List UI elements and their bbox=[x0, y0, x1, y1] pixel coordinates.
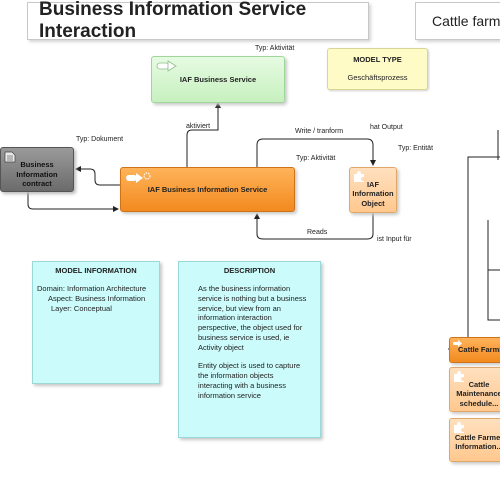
node-iaf-business-information-service[interactable]: IAF Business Information Service bbox=[120, 167, 295, 212]
edge-contract-in bbox=[27, 192, 119, 212]
puzzle-icon bbox=[454, 422, 464, 433]
node-iaf-business-service[interactable]: IAF Business Service bbox=[151, 56, 285, 103]
description-paragraph-1: As the business information service is n… bbox=[198, 284, 307, 352]
node-business-information-contract[interactable]: Business Information contract bbox=[0, 147, 74, 192]
model-info-heading: MODEL INFORMATION bbox=[55, 266, 137, 275]
type-label-contract: Typ: Dokument bbox=[76, 136, 124, 143]
node-label: Cattle Farmin bbox=[458, 345, 500, 355]
diagram-title: Business Information Service Interaction bbox=[27, 0, 369, 42]
node-label: Business Information contract bbox=[16, 160, 58, 189]
document-icon bbox=[4, 151, 16, 163]
model-type-heading: MODEL TYPE bbox=[353, 55, 402, 64]
edge-aktiviert bbox=[186, 102, 221, 167]
model-type-box: MODEL TYPE Geschäftsprozess bbox=[327, 48, 428, 90]
edge-right-2 bbox=[487, 220, 500, 321]
description-paragraph-2: Entity object is used to capture the inf… bbox=[198, 361, 301, 400]
edge-reads bbox=[254, 213, 374, 240]
edge-write bbox=[256, 138, 376, 167]
node-iaf-information-object[interactable]: IAF Information Object bbox=[349, 167, 397, 213]
model-info-domain: Domain: Information Architecture bbox=[37, 284, 147, 293]
model-type-value: Geschäftsprozess bbox=[347, 73, 408, 83]
service-arrow-icon bbox=[156, 60, 177, 72]
edge-label-hat-output: hat Output bbox=[370, 124, 403, 131]
puzzle-icon bbox=[354, 171, 364, 182]
node-cattle-maintenance-schedule[interactable]: Cattle Maintenance schedule... bbox=[449, 367, 500, 412]
edge-label-aktiviert: aktiviert bbox=[186, 123, 211, 130]
edge-label-ist-input: ist Input für bbox=[377, 236, 412, 243]
edge-contract-out bbox=[75, 166, 120, 186]
model-info-layer: Layer: Conceptual bbox=[51, 303, 112, 313]
diagram-title-secondary: Cattle farmi bbox=[415, 2, 500, 40]
description-heading: DESCRIPTION bbox=[223, 266, 276, 275]
type-label-info-object: Typ: Entität bbox=[398, 145, 434, 152]
model-info-aspect: Aspect: Business Information bbox=[48, 293, 146, 303]
model-information-box: MODEL INFORMATION Domain: Information Ar… bbox=[32, 261, 160, 384]
node-label: IAF Business Service bbox=[179, 74, 257, 84]
service-gear-icon bbox=[126, 172, 151, 183]
node-cattle-farming[interactable]: Cattle Farmin bbox=[449, 337, 500, 363]
service-arrow-icon bbox=[453, 340, 462, 347]
type-label-bis: Typ: Aktivität bbox=[296, 155, 336, 162]
edge-label-reads: Reads bbox=[307, 229, 328, 236]
node-label: IAF Business Information Service bbox=[147, 184, 268, 194]
node-label: IAF Information Object bbox=[352, 179, 394, 208]
edge-label-write: Write / tranform bbox=[295, 128, 344, 135]
type-label-business-service: Typ: Aktivität bbox=[255, 45, 295, 52]
description-box: DESCRIPTION As the business information … bbox=[178, 261, 321, 438]
node-label: Cattle Farmer Information... bbox=[454, 433, 500, 452]
node-cattle-farmer-information[interactable]: Cattle Farmer Information... bbox=[449, 418, 500, 462]
node-label: Cattle Maintenance schedule... bbox=[456, 380, 500, 408]
puzzle-icon bbox=[454, 371, 464, 382]
